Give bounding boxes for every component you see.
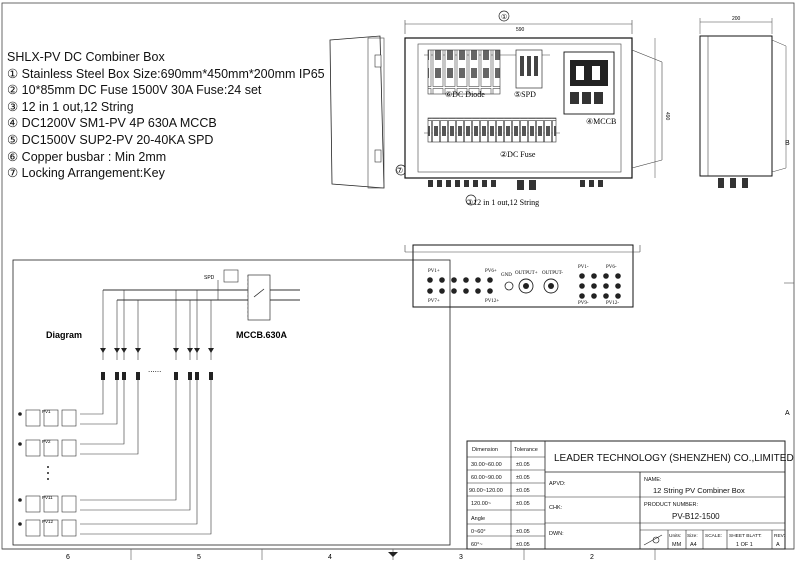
tol-row-3-tol: ±0.05 xyxy=(516,488,530,494)
dc-diode-block xyxy=(427,49,501,95)
spd-label: ⑤SPD xyxy=(514,90,536,99)
rev-label: REV: xyxy=(774,533,785,539)
front-width-dim: 590 xyxy=(516,27,525,33)
border-number-3: 3 xyxy=(459,554,463,561)
bottom-pv12: PV12+ xyxy=(485,299,499,304)
bottom-pv12n: PV12- xyxy=(606,301,619,306)
front-height-dim: 490 xyxy=(664,112,670,121)
tol-row-6-tol: ±0.05 xyxy=(516,529,530,535)
tol-row-4-dim: 120.00~ xyxy=(471,501,491,507)
mccb-label: ④MCCB xyxy=(586,117,616,126)
bottom-panel xyxy=(412,244,634,308)
spec-item-1: ① Stainless Steel Box Size:690mm*450mm*2… xyxy=(7,66,325,81)
fuse-label: ②DC Fuse xyxy=(500,150,536,159)
border-number-2: 2 xyxy=(590,554,594,561)
product-number-label: PRODUCT NUMBER: xyxy=(644,502,698,508)
front-view: ① 590 ⑦ 490 ⑥DC Dio xyxy=(329,10,670,207)
bottom-pv6n: PV6- xyxy=(606,265,617,270)
sheet-value: 1 OF 1 xyxy=(736,542,753,548)
schematic-frame xyxy=(12,259,451,546)
tol-row-7-tol: ±0.05 xyxy=(516,542,530,548)
tol-row-2-dim: 60.00~90.00 xyxy=(471,475,502,481)
bottom-pv9n: PV9- xyxy=(578,301,589,306)
mccb-symbol xyxy=(247,274,271,321)
tol-row-7-dim: 60°~ xyxy=(471,542,483,548)
spec-item-5: ⑤ DC1500V SUP2-PV 20-40KA SPD xyxy=(7,132,214,147)
front-marker: ① xyxy=(501,13,507,21)
tol-row-6-dim: 0~60° xyxy=(471,529,486,535)
spec-title: SHLX-PV DC Combiner Box xyxy=(7,50,165,64)
sheet-label: SHEET BLATT: xyxy=(729,533,762,539)
spec-item-7: ⑦ Locking Arrangement:Key xyxy=(7,166,165,181)
tol-row-1-tol: ±0.05 xyxy=(516,462,530,468)
units-label: Units: xyxy=(669,533,681,539)
size-value: A4 xyxy=(690,542,697,548)
bottom-pv1n: PV1- xyxy=(578,265,589,270)
bottom-gnd: GND xyxy=(501,273,512,278)
pv-label-11: PV11 xyxy=(42,495,53,500)
name-value: 12 String PV Combiner Box xyxy=(653,486,745,495)
border-number-5: 5 xyxy=(197,554,201,561)
tol-row-angle: Angle xyxy=(471,516,485,522)
title-block xyxy=(466,440,786,550)
spd-symbol-label: SPD xyxy=(204,275,215,281)
side-view: 200 xyxy=(699,16,787,188)
spec-item-3: ③ 12 in 1 out,12 String xyxy=(7,99,134,114)
bottom-output-neg: OUTPUT- xyxy=(542,271,563,276)
diode-label: ⑥DC Diode xyxy=(445,90,485,99)
border-letter-b: B xyxy=(785,140,790,147)
name-label: NAME: xyxy=(644,477,662,483)
tol-row-2-tol: ±0.05 xyxy=(516,475,530,481)
pv-label-12: PV12 xyxy=(42,519,54,524)
spec-item-4: ④ DC1200V SM1-PV 4P 630A MCCB xyxy=(7,116,217,131)
units-value: MM xyxy=(672,542,682,548)
bottom-pv6: PV6+ xyxy=(485,269,497,274)
tol-header-tol: Tolerance xyxy=(514,447,538,453)
tol-row-3-dim: 90.00~120.00 xyxy=(469,488,503,494)
spec-list: SHLX-PV DC Combiner Box ① Stainless Stee… xyxy=(7,49,325,182)
bottom-view: PV1+ PV6+ PV7+ PV12+ GND OUTPUT+ OUTPUT-… xyxy=(404,244,641,308)
pv-label-1: PV1 xyxy=(42,409,51,414)
mccb-rating: MCCB.630A xyxy=(236,330,288,340)
border-letter-a: A xyxy=(785,410,790,417)
scale-label: SCALE: xyxy=(705,533,722,539)
schematic-title: Diagram xyxy=(46,330,82,340)
tol-row-4-tol: ±0.05 xyxy=(516,501,530,507)
tol-row-1-dim: 30.00~60.00 xyxy=(471,462,502,468)
schematic: Diagram MCCB.630A SPD ...... xyxy=(12,259,451,546)
schematic-dots: ...... xyxy=(148,365,161,374)
bottom-pv1: PV1+ xyxy=(428,269,440,274)
dwn-label: DWN: xyxy=(549,531,564,537)
rev-value: A xyxy=(776,542,780,548)
product-number-value: PV-B12-1500 xyxy=(672,512,720,521)
sheet-border xyxy=(1,2,795,550)
size-label: Size: xyxy=(687,533,698,539)
strings-label: ③12 in 1 out,12 String xyxy=(466,198,539,207)
bottom-output-pos: OUTPUT+ xyxy=(515,271,538,276)
pv-label-2: PV2 xyxy=(42,439,51,444)
lock-label: ⑦ xyxy=(396,166,403,175)
apvd-label: APVD: xyxy=(549,481,566,487)
dc-fuse-block xyxy=(427,117,557,143)
border-number-6: 6 xyxy=(66,554,70,561)
border-number-4: 4 xyxy=(328,554,332,561)
bottom-pv7: PV7+ xyxy=(428,299,440,304)
spec-item-6: ⑥ Copper busbar : Min 2mm xyxy=(7,149,167,164)
chk-label: CHK: xyxy=(549,505,563,511)
side-depth-dim: 200 xyxy=(732,16,741,22)
company-name: LEADER TECHNOLOGY (SHENZHEN) CO.,LIMITED xyxy=(554,453,794,464)
tol-header-dim: Dimension xyxy=(472,447,498,453)
spec-item-2: ② 10*85mm DC Fuse 1500V 30A Fuse:24 set xyxy=(7,83,262,98)
title-block-text: Dimension Tolerance 30.00~60.00 ±0.05 60… xyxy=(469,447,794,548)
side-enclosure xyxy=(699,35,773,177)
